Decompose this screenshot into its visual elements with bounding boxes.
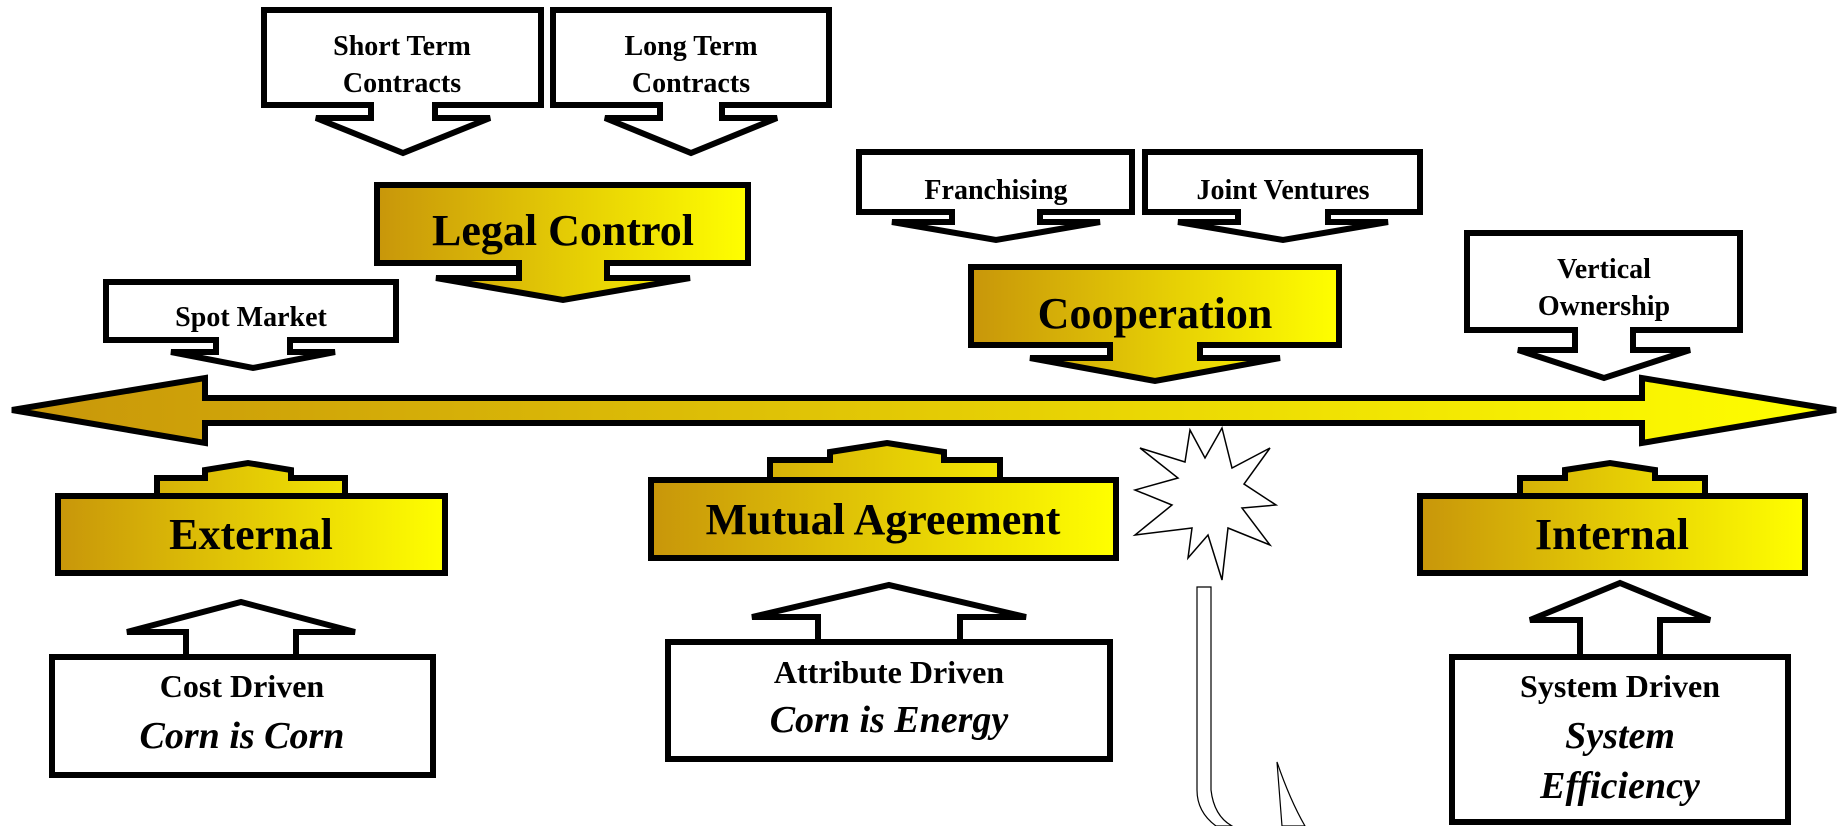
spark-flame-icon [1276,761,1306,826]
external-label: External [169,510,333,559]
short-term-contracts-callout: Short Term Contracts [261,7,544,157]
vertical-ownership-label-1: Vertical [1557,254,1651,285]
legal-control-label: Legal Control [432,206,694,255]
long-term-label-2: Contracts [632,68,750,99]
short-term-label-2: Contracts [343,68,461,99]
vertical-ownership-callout: Vertical Ownership [1464,230,1743,382]
spot-market-callout: Spot Market [103,279,399,372]
system-driven-title: System Driven [1520,668,1720,704]
explosion-burst-icon [1132,425,1279,581]
joint-ventures-label: Joint Ventures [1197,175,1370,206]
system-driven-subtitle-2: Efficiency [1539,765,1700,807]
mutual-agreement-callout: Mutual Agreement [648,439,1119,561]
cooperation-label: Cooperation [1038,289,1273,338]
cooperation-callout: Cooperation [968,264,1342,385]
franchising-label: Franchising [924,175,1067,206]
internal-callout: Internal [1417,459,1808,576]
external-callout: External [55,459,448,576]
mutual-agreement-label: Mutual Agreement [706,495,1061,544]
legal-control-callout: Legal Control [374,182,751,304]
franchising-callout: Franchising [856,149,1135,244]
continuum-double-arrow [11,374,1837,447]
cost-driven-callout: Cost Driven Corn is Corn [49,598,436,778]
attribute-driven-subtitle: Corn is Energy [770,699,1009,741]
attribute-driven-title: Attribute Driven [774,654,1004,690]
long-term-label-1: Long Term [624,31,757,62]
short-term-label-1: Short Term [333,31,471,62]
cost-driven-subtitle: Corn is Corn [140,715,345,757]
cost-driven-title: Cost Driven [160,668,325,704]
attribute-driven-callout: Attribute Driven Corn is Energy [665,581,1113,762]
joint-ventures-callout: Joint Ventures [1142,149,1423,244]
long-term-contracts-callout: Long Term Contracts [550,7,832,157]
internal-label: Internal [1535,510,1689,559]
fuse-tube-icon [1196,586,1234,826]
spot-market-label: Spot Market [175,302,327,333]
system-driven-subtitle-1: System [1565,715,1675,757]
vertical-ownership-label-2: Ownership [1538,291,1670,322]
system-driven-callout: System Driven System Efficiency [1449,579,1791,825]
